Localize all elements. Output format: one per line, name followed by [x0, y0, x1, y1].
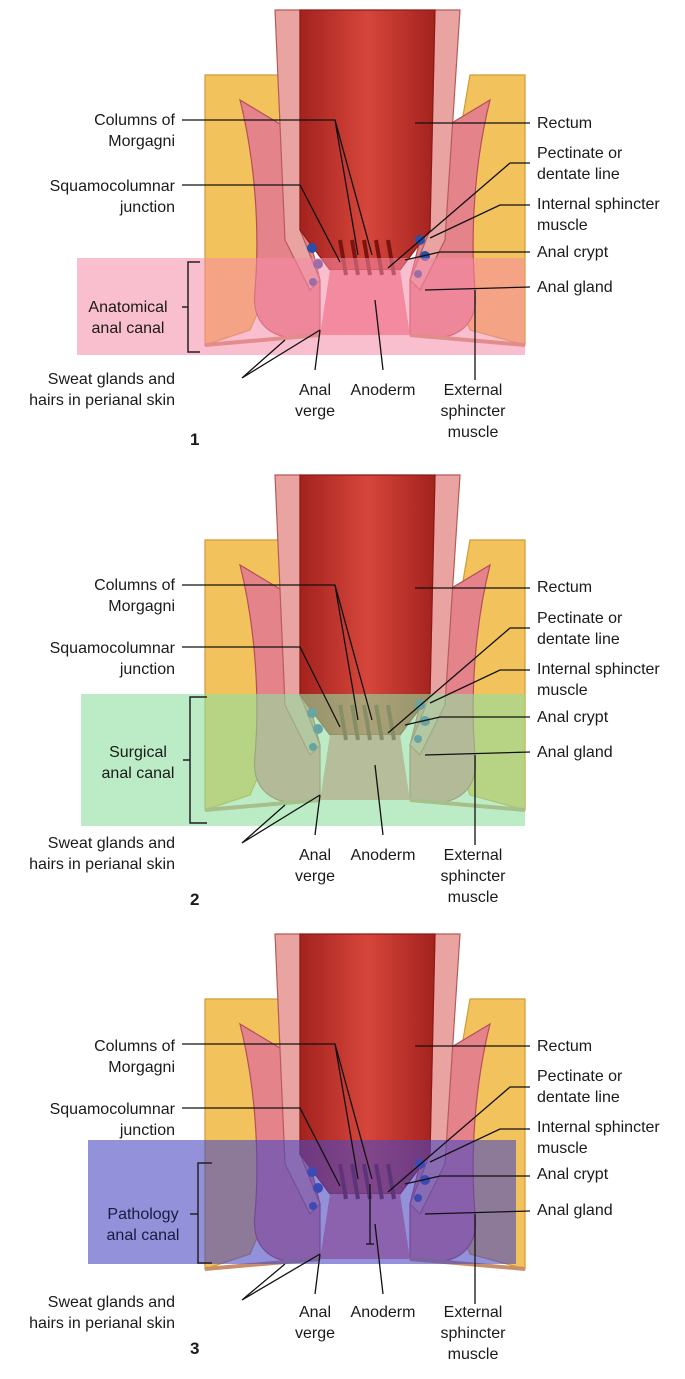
region-band [77, 258, 525, 355]
label-anal-gland: Anal gland [537, 744, 613, 761]
label-anoderm: Anoderm [350, 847, 416, 864]
label-anal-crypt: Anal crypt [537, 244, 609, 261]
panel-number: 2 [190, 890, 200, 909]
label-anal-crypt: Anal crypt [537, 1166, 609, 1183]
label-anal-crypt: Anal crypt [537, 709, 609, 726]
anatomy-illustration-2 [81, 474, 531, 845]
label-rectum: Rectum [537, 115, 593, 132]
label-anal-gland: Anal gland [537, 279, 613, 296]
label-anal-gland: Anal gland [537, 1202, 613, 1219]
label-anoderm: Anoderm [350, 1304, 416, 1321]
label-rectum: Rectum [537, 1038, 593, 1055]
anatomy-illustration-1 [77, 9, 531, 380]
label-rectum: Rectum [537, 579, 593, 596]
panel-number: 3 [190, 1339, 200, 1358]
panel-number: 1 [190, 430, 200, 449]
anatomy-illustration-3 [88, 933, 531, 1304]
region-band [81, 694, 525, 826]
region-band [88, 1140, 516, 1264]
label-anoderm: Anoderm [350, 382, 416, 399]
